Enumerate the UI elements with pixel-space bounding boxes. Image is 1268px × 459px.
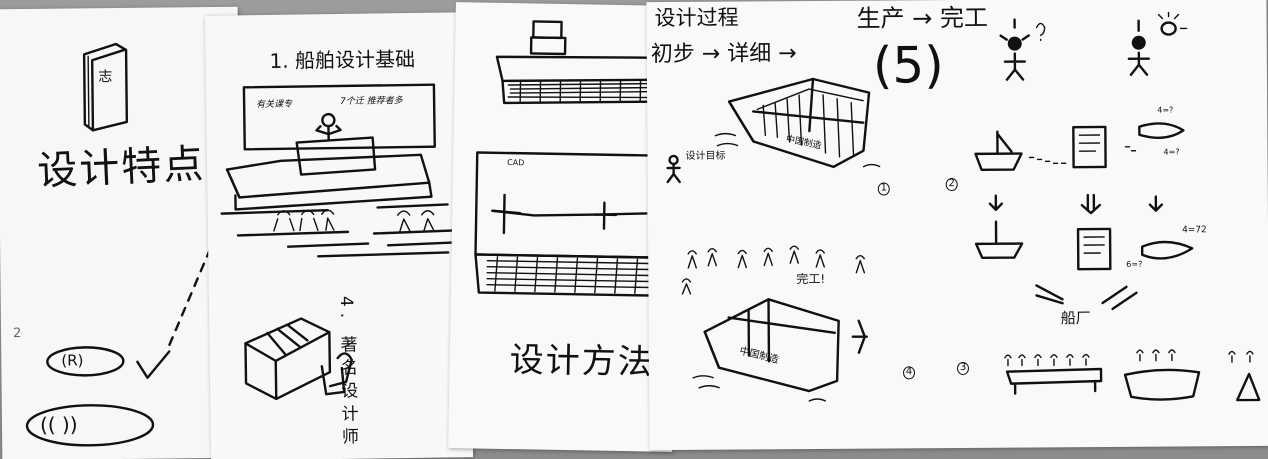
shipyard-row <box>1004 349 1261 402</box>
cad-label: CAD <box>507 157 525 168</box>
container-ship <box>495 20 669 105</box>
oval-2 <box>25 404 155 447</box>
formula-1: 4=? <box>1157 105 1174 115</box>
sheet-design-method: CAD 设计方法 <box>448 2 680 452</box>
circle-2: 2 <box>945 178 958 192</box>
oval-1-text: (R) <box>61 351 84 370</box>
board-right-text: 7个迁 推荐者多 <box>340 96 403 107</box>
oval-2-text: (( )) <box>39 412 78 437</box>
book-icon <box>82 42 129 132</box>
header-line-2: 初步 → 详细 → <box>650 41 797 68</box>
page-number: 2 <box>12 326 22 342</box>
classroom-board <box>242 83 436 151</box>
process-cluster <box>974 122 1194 311</box>
formula-2: 4=? <box>1163 147 1180 157</box>
circle-1: 1 <box>877 182 890 196</box>
cad-laptop <box>474 151 675 298</box>
sheet-design-process: 设计过程 初步 → 详细 → 生产 → 完工 (5) 中国制造 设计目标 <box>646 0 1268 451</box>
crowd <box>681 245 866 295</box>
stick-figure-1 <box>666 154 681 184</box>
dashed-arrow <box>167 247 212 347</box>
factory-label: 船厂 <box>1060 309 1091 328</box>
caption-design-target: 设计目标 <box>685 150 726 162</box>
oval-1 <box>46 346 125 377</box>
formula-4: 4=72 <box>1182 225 1207 236</box>
done-label: 完工! <box>796 271 826 287</box>
book-char: 志 <box>98 69 113 86</box>
designer-desk <box>244 317 353 401</box>
circle-4: 4 <box>902 366 916 380</box>
sheet1-title: 设计特点 <box>36 141 207 195</box>
designer-label: 4. 著名设计师 <box>335 295 359 451</box>
header-line-1: 设计过程 <box>654 5 739 31</box>
ship-1 <box>714 77 881 169</box>
sheet3-title: 设计方法 <box>509 340 654 383</box>
number-five: (5) <box>872 36 944 95</box>
sheet-ship-design-basics: 1. 船舶设计基础 有关课专 7个迁 推荐者多 <box>204 12 474 459</box>
checkmark-icon <box>136 350 171 379</box>
header-line-3: 生产 → 完工 <box>856 3 989 33</box>
circle-3: 3 <box>956 361 970 376</box>
formula-3: 6=? <box>1126 259 1143 269</box>
ship-2 <box>692 298 868 402</box>
students <box>220 203 460 258</box>
sheet2-title: 1. 船舶设计基础 <box>269 46 416 73</box>
sheet-design-features: 志 设计特点 2 (R) (( )) <box>0 6 243 459</box>
teacher-podium <box>225 112 433 211</box>
idea-figures <box>999 11 1188 81</box>
